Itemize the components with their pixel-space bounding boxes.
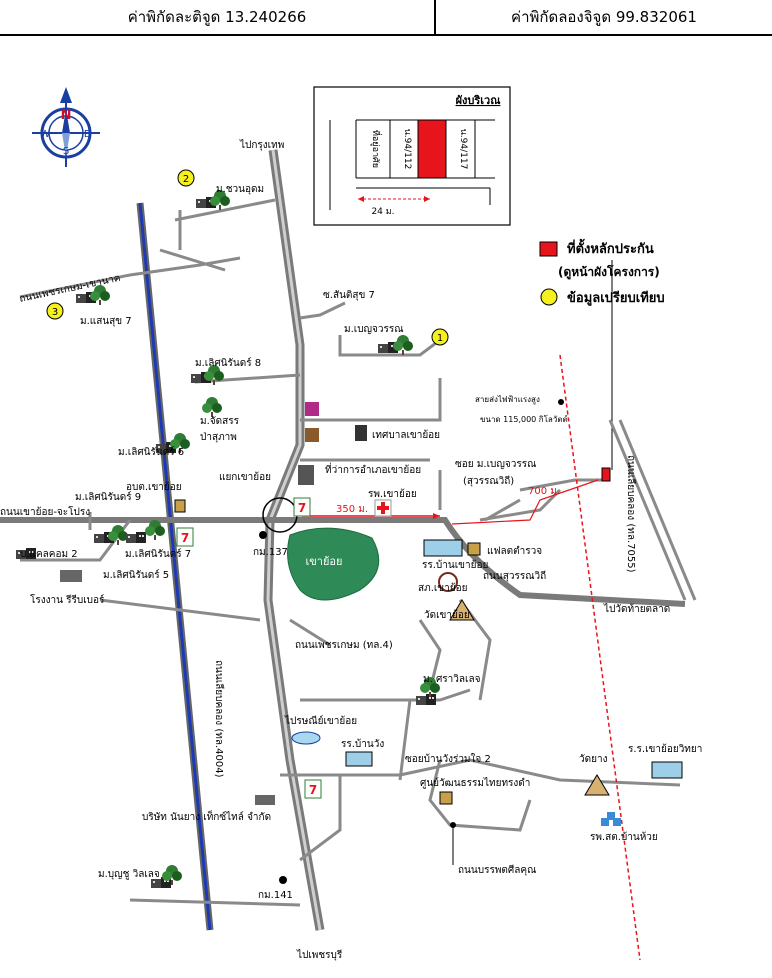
svg-text:700 ม.: 700 ม. <box>528 486 560 497</box>
svg-text:2: 2 <box>183 174 189 185</box>
inset-width: 24 ม. <box>371 207 394 217</box>
label-hospital: รพ.เขาย้อย <box>368 488 417 500</box>
svg-text:7: 7 <box>298 501 306 515</box>
svg-text:1: 1 <box>437 333 443 344</box>
label-km137: กม.137 <box>253 547 288 558</box>
label-ban-khaiyoi: รร.บ้านเขาย้อย <box>422 559 488 571</box>
label-santisuk: ซ.สันติสุข 7 <box>323 290 375 301</box>
svg-text:7: 7 <box>309 783 317 797</box>
header-divider <box>434 0 436 34</box>
km141-dot <box>279 876 287 884</box>
label-jatsan-1: ม.จัดสรร <box>200 416 240 427</box>
label-loetsirin6: ม.เลิศนิรันดร์ 6 <box>118 446 184 458</box>
label-flat: แฟลตตำรวจ <box>487 546 542 557</box>
svg-text:7: 7 <box>181 531 189 545</box>
label-school-khaoyoi: ร.ร.เขาย้อยวิทยา <box>628 743 702 755</box>
village-icons <box>16 190 440 888</box>
label-police: สภ.เขาย้อย <box>418 582 467 594</box>
label-suwanwithi: ถนนสุวรรณวิถี <box>483 570 546 582</box>
label-wat-khaoyoi: วัดเขาย้อย <box>424 609 470 621</box>
canal-road <box>136 202 214 931</box>
longitude-label: ค่าพิกัดลองจิจูด 99.832061 <box>511 8 697 26</box>
label-amphoe: ที่ว่าการอำเภอเขาย้อย <box>325 462 421 476</box>
khaoyoi-road <box>0 517 686 607</box>
label-ban-wang: รร.บ้านวัง <box>341 738 384 750</box>
label-clinic: รพ.สต.บ้านห้วย <box>590 831 658 843</box>
coordinate-header: ค่าพิกัดละติจูด 13.240266 ค่าพิกัดลองจิจ… <box>0 0 772 36</box>
distance-350: 350 ม. <box>302 504 440 519</box>
comparable-markers: 2 3 1 <box>46 169 449 346</box>
svg-text:เขาย้อย: เขาย้อย <box>306 555 343 568</box>
label-saensuk: ม.แสนสุข 7 <box>80 316 132 327</box>
subject-plot <box>417 119 447 179</box>
hospital-icon <box>374 499 392 517</box>
label-benjawan: ม.เบญจวรรณ <box>344 324 404 335</box>
khaoyoi-mountain <box>287 527 380 601</box>
label-loetsirin8: ม.เลิศนิรันดร์ 8 <box>195 357 261 369</box>
inset-title: ผังบริเวณ <box>456 94 502 107</box>
inset-lot1: ที่อยู่อาศัย <box>370 130 383 168</box>
label-phetkasem: ถนนเพชรเกษม (ทล.4) <box>295 640 393 651</box>
legend-comparable-swatch <box>540 288 558 306</box>
label-intersection: แยกเขาย้อย <box>219 471 271 483</box>
label-soi-benjawan-2: (สุวรรณวิถี) <box>463 475 514 487</box>
compass-n: N <box>61 108 72 123</box>
building-icons <box>60 402 683 826</box>
km137-dot <box>259 531 267 539</box>
label-culture: ศูนย์วัฒนธรรมไทยทรงดำ <box>420 777 530 789</box>
label-banpot: ถนนบรรพตศีลคุณ <box>458 864 536 876</box>
label-soi-benjawan-1: ซอย ม.เบญจวรรณ <box>455 459 536 470</box>
label-chuan-udom: ม.ชวนอุดม <box>216 184 264 195</box>
compass-e: E <box>84 129 90 140</box>
label-calcom: บ.แคลคอม 2 <box>20 549 78 560</box>
legend-subject-note: (ดูหน้าผังโครงการ) <box>558 264 660 280</box>
label-factory: โรงงาน รีรีบเบอร์ <box>30 593 105 606</box>
label-bunsu: ม.บุญชู วิลเลจ <box>98 869 160 880</box>
distance-700: 700 ม. <box>451 479 599 525</box>
compass-w: W <box>40 129 50 140</box>
legend-subject: ที่ตั้งหลักประกัน <box>567 238 654 257</box>
label-to-wat-hai: ไปวัดท้ายตลาด <box>603 603 670 615</box>
label-loetsirin9: ม.เลิศนิรันดร์ 9 <box>75 491 141 503</box>
svg-text:3: 3 <box>52 307 58 318</box>
label-loetsirin5: ม.เลิศนิรันดร์ 5 <box>103 569 169 581</box>
label-jatsan-2: ป่าสุภาพ <box>200 432 237 443</box>
label-sarawilage: ม. ศราวิลเลจ <box>423 674 481 685</box>
label-to-bangkok: ไปกรุงเทพ <box>239 139 284 151</box>
inset-lot2: น.94/112 <box>402 129 412 170</box>
site-plan-inset: ผังบริเวณ ที่อยู่อาศัย น.94/112 น.94/117… <box>313 86 511 226</box>
label-wat-yang: วัดยาง <box>579 754 608 765</box>
label-pk-road: ถนนเลียบคลอง (ทล.7055) <box>625 455 637 573</box>
label-loetsirin7: ม.เลิศนิรันดร์ 7 <box>125 548 191 560</box>
compass-icon: N S E W <box>32 87 100 167</box>
legend-comparable: ข้อมูลเปรียบเทียบ <box>567 290 665 306</box>
label-to-phetchaburi: ไปเพชรบุรี <box>296 949 343 961</box>
label-tessaban: เทศบาลเขาย้อย <box>372 429 440 441</box>
legend-subject-swatch <box>539 241 558 257</box>
label-powerline-1: สายส่งไฟฟ้าแรงสูง <box>475 395 540 405</box>
latitude-label: ค่าพิกัดละติจูด 13.240266 <box>127 8 307 26</box>
minor-roads <box>19 198 697 907</box>
label-company: บริษัท นันยาง เท็กซ์ไทล์ จำกัด <box>142 809 271 823</box>
label-road-left: ถนนเขาย้อย-จะโปรง <box>0 505 90 518</box>
map-legend: ที่ตั้งหลักประกัน (ดูหน้าผังโครงการ) ข้อ… <box>539 238 665 470</box>
compass-s: S <box>63 146 69 157</box>
label-canal-road: ถนนเลียบคลอง (ทล.4004) <box>213 660 225 778</box>
label-soi-wang: ซอยบ้านวังร่วมใจ 2 <box>405 753 491 765</box>
label-post: ไปรษณีย์เขาย้อย <box>284 715 357 727</box>
subject-location-marker <box>601 467 611 482</box>
seven-eleven-icon: 7 7 7 <box>176 497 322 799</box>
label-km141: กม.141 <box>258 890 293 901</box>
powerline-dot <box>558 399 564 405</box>
label-powerline-2: ขนาด 115,000 กิโลวัตต์ <box>480 414 568 424</box>
svg-text:350 ม.: 350 ม. <box>336 504 368 515</box>
label-obt: อบต.เขาย้อย <box>126 481 182 493</box>
inset-lot3: น.94/117 <box>458 129 468 170</box>
power-line <box>559 354 641 961</box>
